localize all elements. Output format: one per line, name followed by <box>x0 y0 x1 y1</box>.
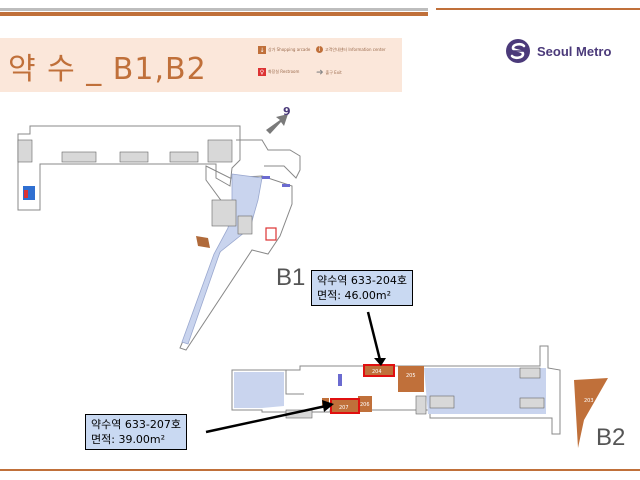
header-rule-gray <box>0 8 428 11</box>
callout-207-arrowhead <box>322 400 334 412</box>
shop-204-label: 204 <box>372 369 382 375</box>
b1-gate-2 <box>282 184 290 187</box>
info-icon: i <box>316 46 323 53</box>
header-rule-accent <box>0 12 428 16</box>
shop-205-box <box>398 366 424 392</box>
b1-info-icon <box>265 227 277 241</box>
callout-207-name: 약수역 633-207호 <box>91 418 181 431</box>
legend-shopping: ↓ 상가 Shopping arcade <box>258 46 310 54</box>
exit-9-arrow-icon <box>266 114 288 134</box>
callout-204-area: 면적: 46.00m² <box>317 289 392 302</box>
shop-206-box <box>358 396 372 412</box>
floor-label-b1: B1 <box>276 264 306 291</box>
b1-platform <box>181 173 263 345</box>
header-rule-short <box>436 8 640 10</box>
b2-concourse <box>231 345 561 435</box>
header-band <box>0 38 402 92</box>
callout-shop-207: 약수역 633-207호 면적: 39.00m² <box>85 414 187 450</box>
b1-shop-marker <box>196 236 210 248</box>
shop-203-label: 203 <box>584 398 594 404</box>
callout-207-pointer <box>205 404 327 434</box>
logo-text: Seoul Metro <box>537 43 612 59</box>
legend-exit: ➜ 출구 Exit <box>316 68 342 78</box>
callout-204-arrowhead <box>374 358 386 366</box>
legend-info-label: 고객안내센터 Information center <box>325 46 386 52</box>
seoul-metro-emblem-icon <box>506 39 530 63</box>
shop-204-box <box>363 364 395 377</box>
exit-arrow-icon: ➜ <box>316 68 324 78</box>
exit-number: 9 <box>283 105 291 118</box>
b1-restroom-female-icon <box>24 190 28 198</box>
page-title: 약 수 _ B1,B2 <box>8 52 207 87</box>
b1-stairs <box>17 139 253 235</box>
legend-restroom-label: 화장실 Restroom <box>268 69 300 74</box>
b2-gate <box>338 374 342 386</box>
b2-stairs <box>285 367 545 419</box>
shop-206-label: 206 <box>360 402 370 408</box>
restroom-icon: ♀ <box>258 68 266 76</box>
legend-shopping-label: 상가 Shopping arcade <box>268 47 311 52</box>
map-legend: ↓ 상가 Shopping arcade i 고객안내센터 Informatio… <box>258 44 398 88</box>
callout-207-area: 면적: 39.00m² <box>91 433 166 446</box>
b1-concourse <box>17 125 301 351</box>
callout-204-pointer <box>366 311 382 361</box>
b2-platform-right <box>424 368 546 414</box>
callout-204-name: 약수역 633-204호 <box>317 274 407 287</box>
shopping-icon: ↓ <box>258 46 266 54</box>
b2-platform <box>234 372 284 408</box>
legend-exit-label: 출구 Exit <box>325 70 342 75</box>
shop-205-label: 205 <box>406 373 416 379</box>
seoul-metro-logo: Seoul Metro <box>505 38 611 64</box>
b2-triangle-shop <box>574 378 608 448</box>
callout-shop-204: 약수역 633-204호 면적: 46.00m² <box>311 270 413 306</box>
b1-gate <box>262 176 270 179</box>
footer-rule <box>0 469 640 471</box>
shop-207-label: 207 <box>339 405 349 411</box>
floor-label-b2: B2 <box>596 424 626 451</box>
legend-info: i 고객안내센터 Information center <box>316 46 386 53</box>
legend-restroom: ♀ 화장실 Restroom <box>258 68 299 76</box>
